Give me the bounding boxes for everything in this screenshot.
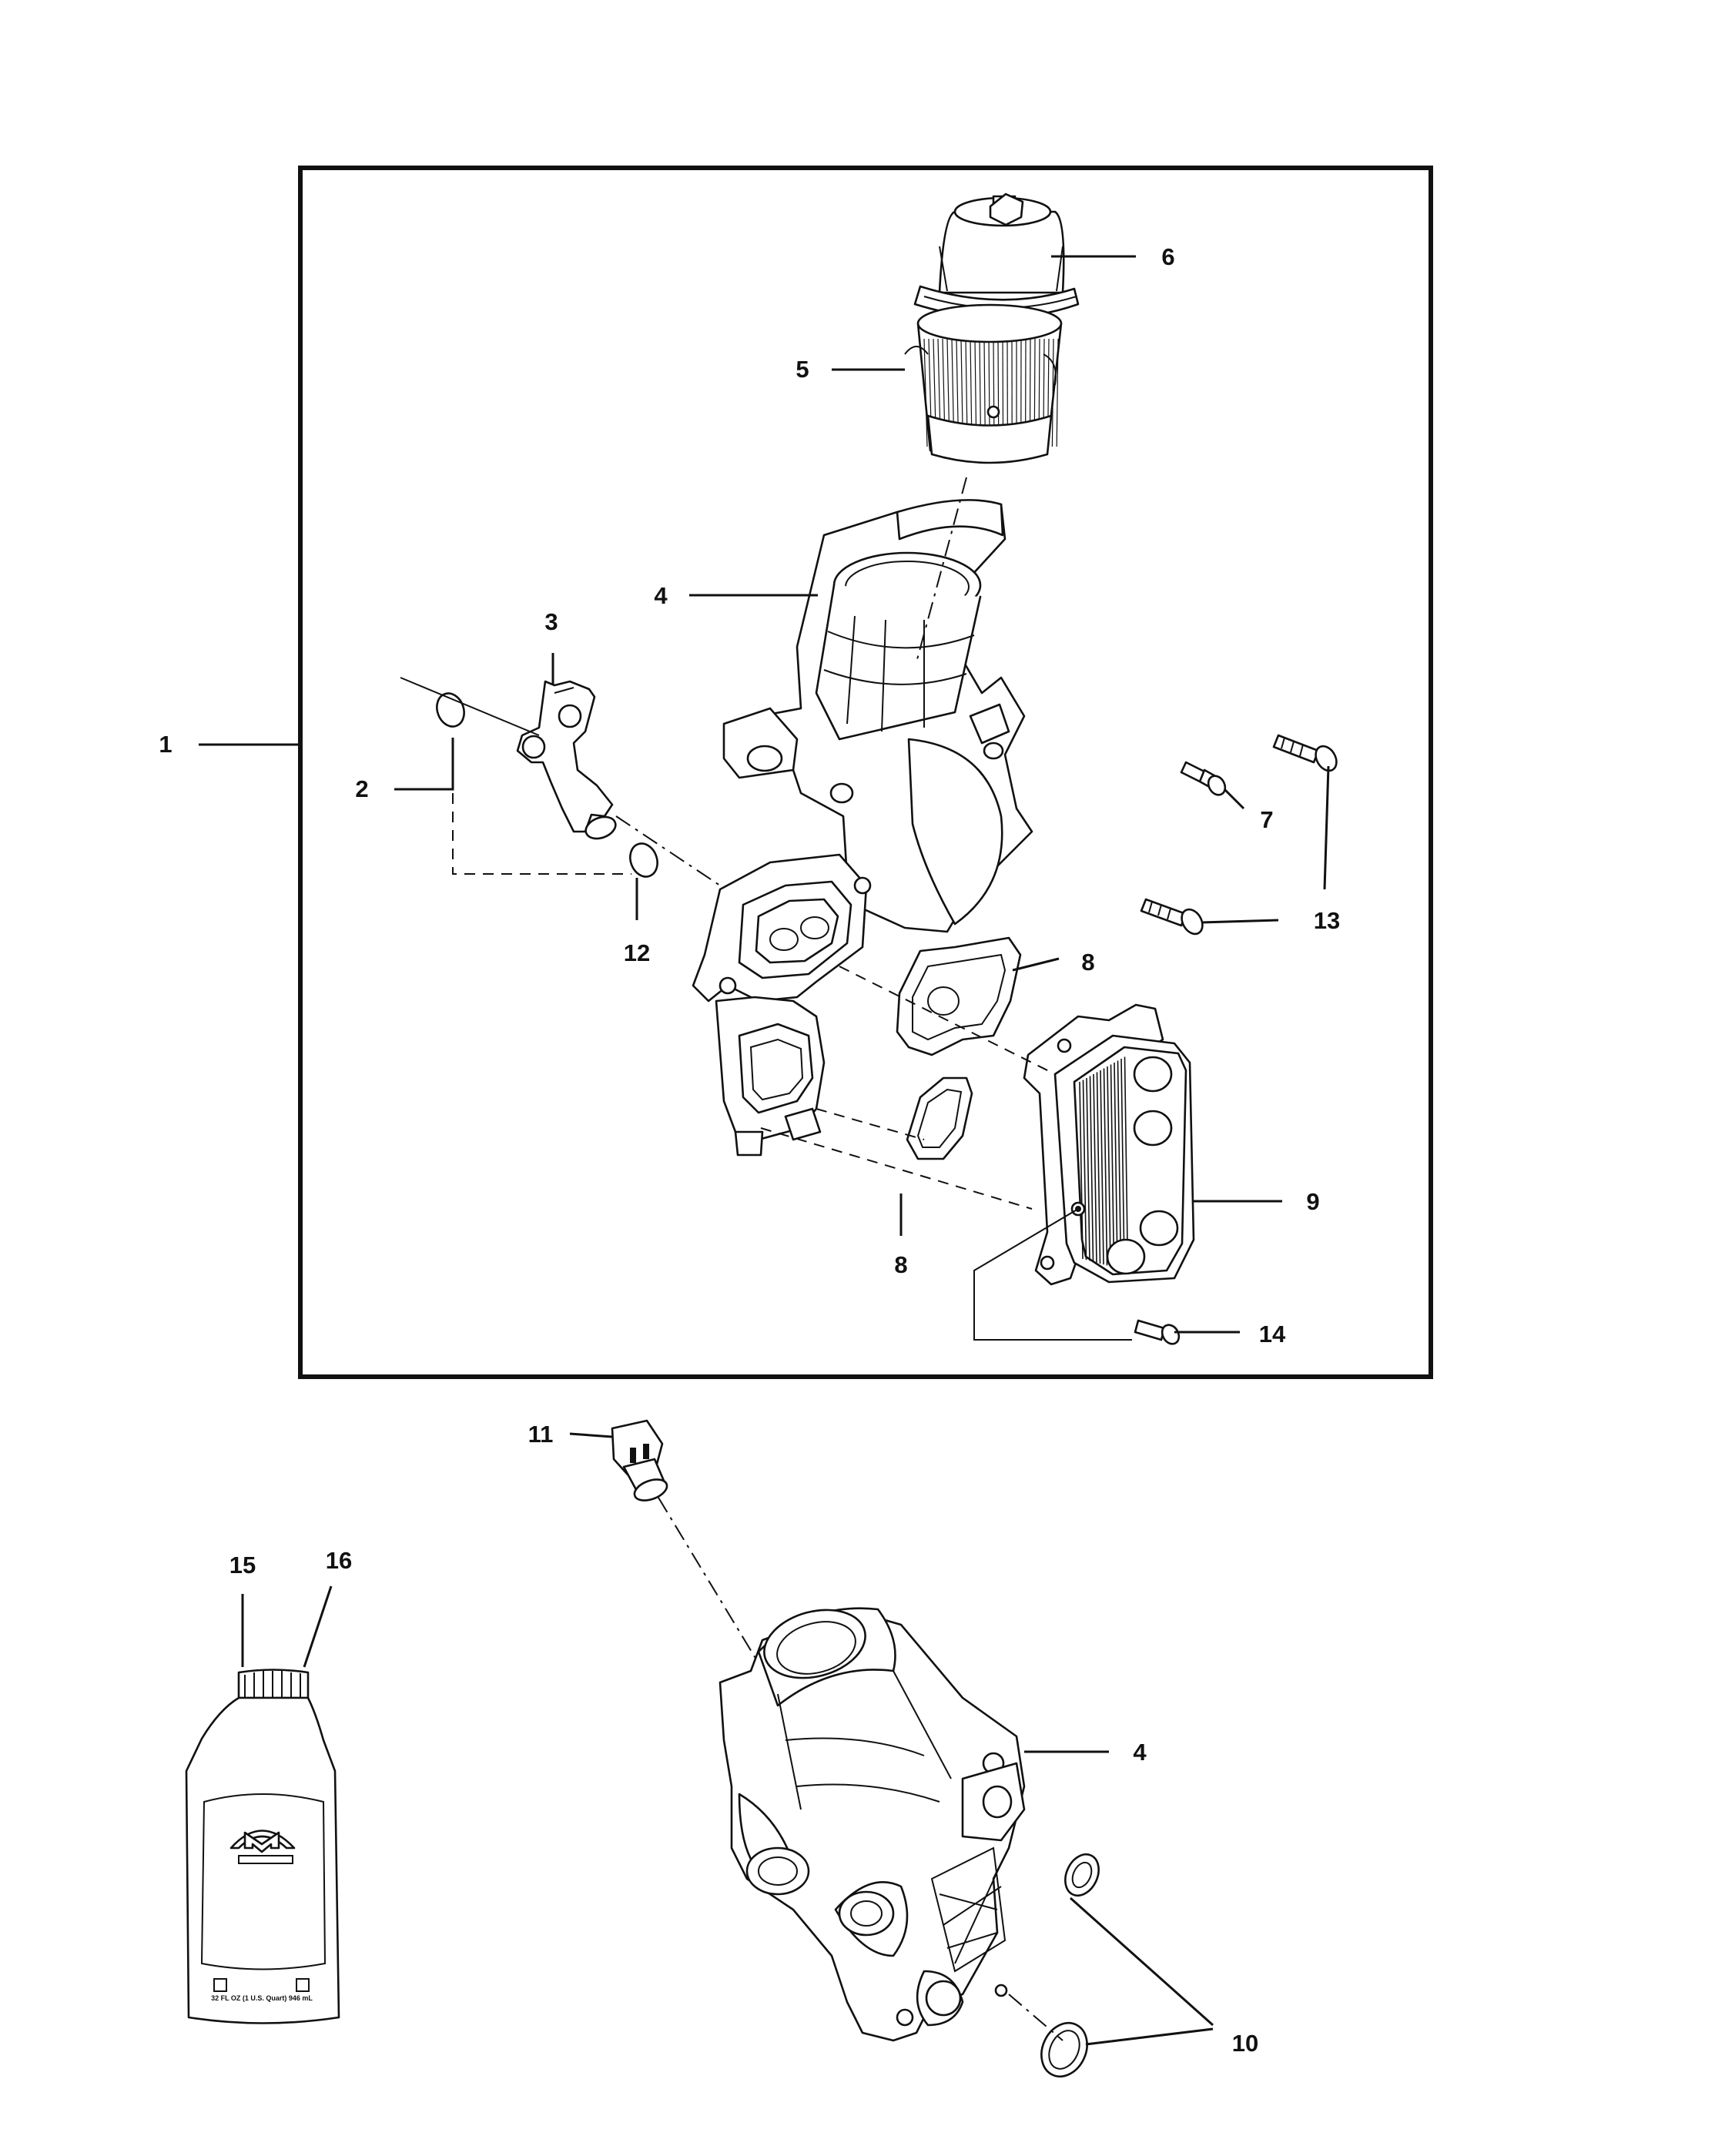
callout-5: 5 [796, 356, 809, 383]
filter-housing-icon [692, 499, 1033, 1157]
assembly-line-sensor [658, 1497, 759, 1664]
oil-cooler-icon [1023, 1003, 1195, 1286]
callout-1: 1 [159, 731, 172, 758]
assembly-line-adapter [400, 677, 540, 736]
callout-9: 9 [1306, 1188, 1319, 1215]
callout-8-bottom: 8 [894, 1251, 907, 1278]
bolt-7-icon [1180, 761, 1227, 796]
cooler-gasket-top-icon [896, 936, 1022, 1056]
callout-16: 16 [326, 1547, 352, 1574]
lower-housing-icon [718, 1607, 1026, 2042]
o-ring-12-icon [629, 842, 658, 878]
oil-bottle-icon: 32 FL OZ (1 U.S. Quart) 946 mL [185, 1669, 340, 2024]
callout-3: 3 [544, 608, 558, 635]
callout-2: 2 [355, 775, 368, 802]
callout-7: 7 [1260, 806, 1273, 833]
callout-10: 10 [1232, 2030, 1258, 2057]
bottle-volume-label: 32 FL OZ (1 U.S. Quart) 946 mL [211, 1994, 313, 2002]
callout-13: 13 [1314, 907, 1340, 934]
callout-4-top: 4 [654, 582, 668, 609]
bolt-14-icon [1134, 1319, 1181, 1345]
callout-15: 15 [229, 1552, 256, 1578]
callout-12: 12 [624, 939, 650, 966]
bolt-13-lower-icon [1140, 898, 1204, 936]
assembly-frame [298, 166, 1433, 1379]
callout-14: 14 [1259, 1321, 1286, 1348]
o-ring-10-lower-icon [1040, 2021, 1088, 2078]
bolt-13-upper-icon [1272, 734, 1338, 772]
callout-6: 6 [1161, 243, 1174, 270]
o-ring-10-upper-icon [1064, 1853, 1100, 1897]
o-ring-2-icon [436, 692, 465, 728]
callout-8-top: 8 [1081, 949, 1094, 976]
callout-4-bottom: 4 [1133, 1739, 1147, 1766]
filter-element-icon [904, 303, 1063, 464]
cooler-gasket-bottom-icon [906, 1076, 973, 1160]
adapter-bracket-icon [516, 680, 617, 840]
oil-pressure-sensor-icon [611, 1419, 668, 1502]
callout-11: 11 [528, 1421, 554, 1448]
